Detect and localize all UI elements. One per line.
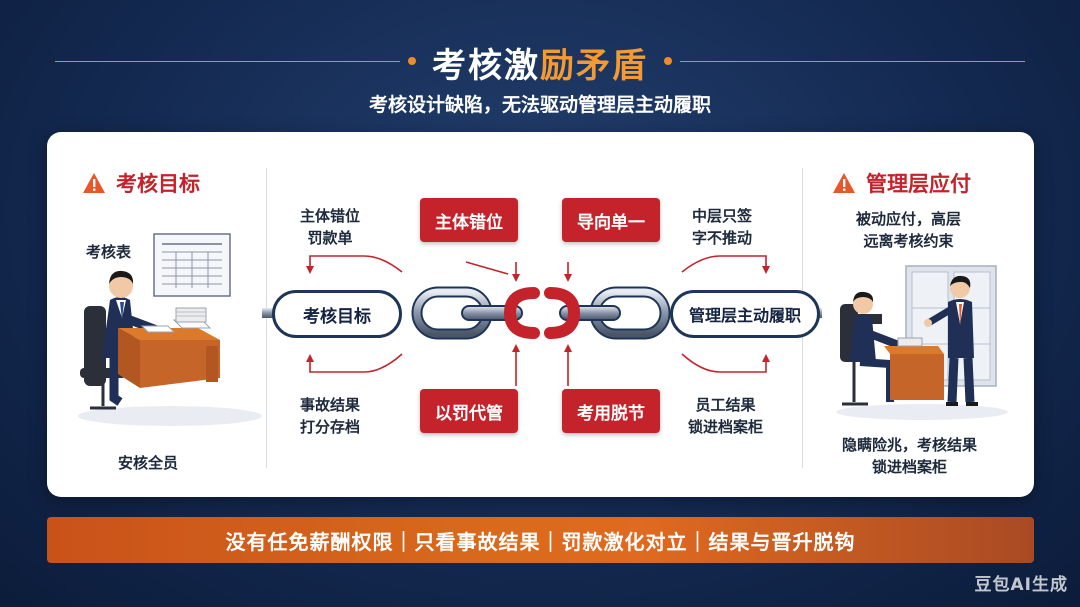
- right-desc: 被动应付，高层 远离考核约束: [856, 208, 961, 252]
- issue-box-top-left: 主体错位: [420, 198, 518, 242]
- page-title: 考核激励矛盾: [0, 38, 1080, 87]
- arrow-top-left-box: [465, 261, 509, 275]
- right-heading: 管理层应付: [832, 168, 971, 198]
- left-footer-label: 安核全员: [118, 454, 179, 472]
- ai-watermark: 豆包AI生成: [974, 575, 1068, 595]
- right-footer-line2: 锁进档案柜: [872, 458, 948, 476]
- title-accent: 励矛盾: [540, 46, 648, 86]
- chain-stub-left: [262, 308, 276, 318]
- title-rule-left: [55, 61, 400, 62]
- right-desc-line1: 被动应付，高层: [856, 210, 962, 228]
- arrow-bottom-right-to-right: [681, 353, 767, 373]
- warning-icon: [833, 173, 855, 193]
- arrow-head: [306, 266, 314, 274]
- arrow-head: [306, 354, 314, 362]
- arrow-head: [512, 344, 520, 352]
- office-meeting-illustration: [836, 265, 1008, 420]
- arrow-head: [512, 274, 520, 282]
- issue-box-bottom-right: 考用脱节: [562, 389, 660, 433]
- arrow-head: [564, 344, 572, 352]
- broken-link-left: [503, 287, 540, 339]
- annotation-text: 罚款单: [307, 229, 353, 247]
- issue-box-top-right: 导向单一: [562, 198, 660, 242]
- annotation-bottom-left: 事故结果 打分存档: [300, 394, 360, 438]
- right-desc-line2: 远离考核约束: [863, 232, 954, 250]
- annotation-text: 打分存档: [300, 418, 361, 436]
- right-footer: 隐瞒险兆，考核结果 锁进档案柜: [842, 434, 977, 478]
- desk-worker-illustration: [78, 233, 262, 426]
- issue-box-bottom-left: 以罚代管: [420, 389, 518, 433]
- right-footer-line1: 隐瞒险兆，考核结果: [842, 436, 978, 454]
- arrow-top-left-to-left: [309, 255, 403, 273]
- broken-chain-graphic: [262, 255, 822, 386]
- title-main: 考核激: [432, 46, 540, 86]
- annotation-text: 主体错位: [300, 207, 361, 225]
- arrow-head: [762, 354, 770, 362]
- annotation-bottom-right: 员工结果 锁进档案柜: [688, 394, 763, 438]
- annotation-text: 中层只签: [692, 207, 753, 225]
- title-area: 考核激励矛盾: [0, 34, 1080, 90]
- annotation-text: 事故结果: [300, 396, 361, 414]
- annotation-top-right: 中层只签 字不推动: [692, 205, 752, 249]
- left-heading: 考核目标: [82, 168, 200, 198]
- broken-link-right: [544, 287, 581, 339]
- right-heading-text: 管理层应付: [866, 172, 971, 196]
- summary-banner: 没有任免薪酬权限｜只看事故结果｜罚款激化对立｜结果与晋升脱钩: [47, 517, 1034, 563]
- arrow-top-right-to-right: [681, 255, 767, 273]
- annotation-text: 字不推动: [692, 229, 753, 247]
- warning-icon: [83, 173, 105, 193]
- title-dot-left: [408, 57, 416, 65]
- arrow-head: [762, 266, 770, 274]
- sheet-label: 考核表: [86, 243, 132, 261]
- chain-node-left: 考核目标: [272, 290, 402, 338]
- title-dot-right: [664, 57, 672, 65]
- title-rule-right: [680, 61, 1025, 62]
- annotation-top-left: 主体错位 罚款单: [300, 205, 360, 249]
- arrow-bottom-left-to-left: [309, 353, 403, 373]
- annotation-text: 员工结果: [695, 396, 756, 414]
- page-subtitle: 考核设计缺陷，无法驱动管理层主动履职: [368, 94, 711, 116]
- annotation-text: 锁进档案柜: [688, 418, 764, 436]
- left-heading-text: 考核目标: [116, 172, 200, 196]
- chain-node-right: 管理层主动履职: [670, 290, 820, 338]
- arrow-head: [564, 274, 572, 282]
